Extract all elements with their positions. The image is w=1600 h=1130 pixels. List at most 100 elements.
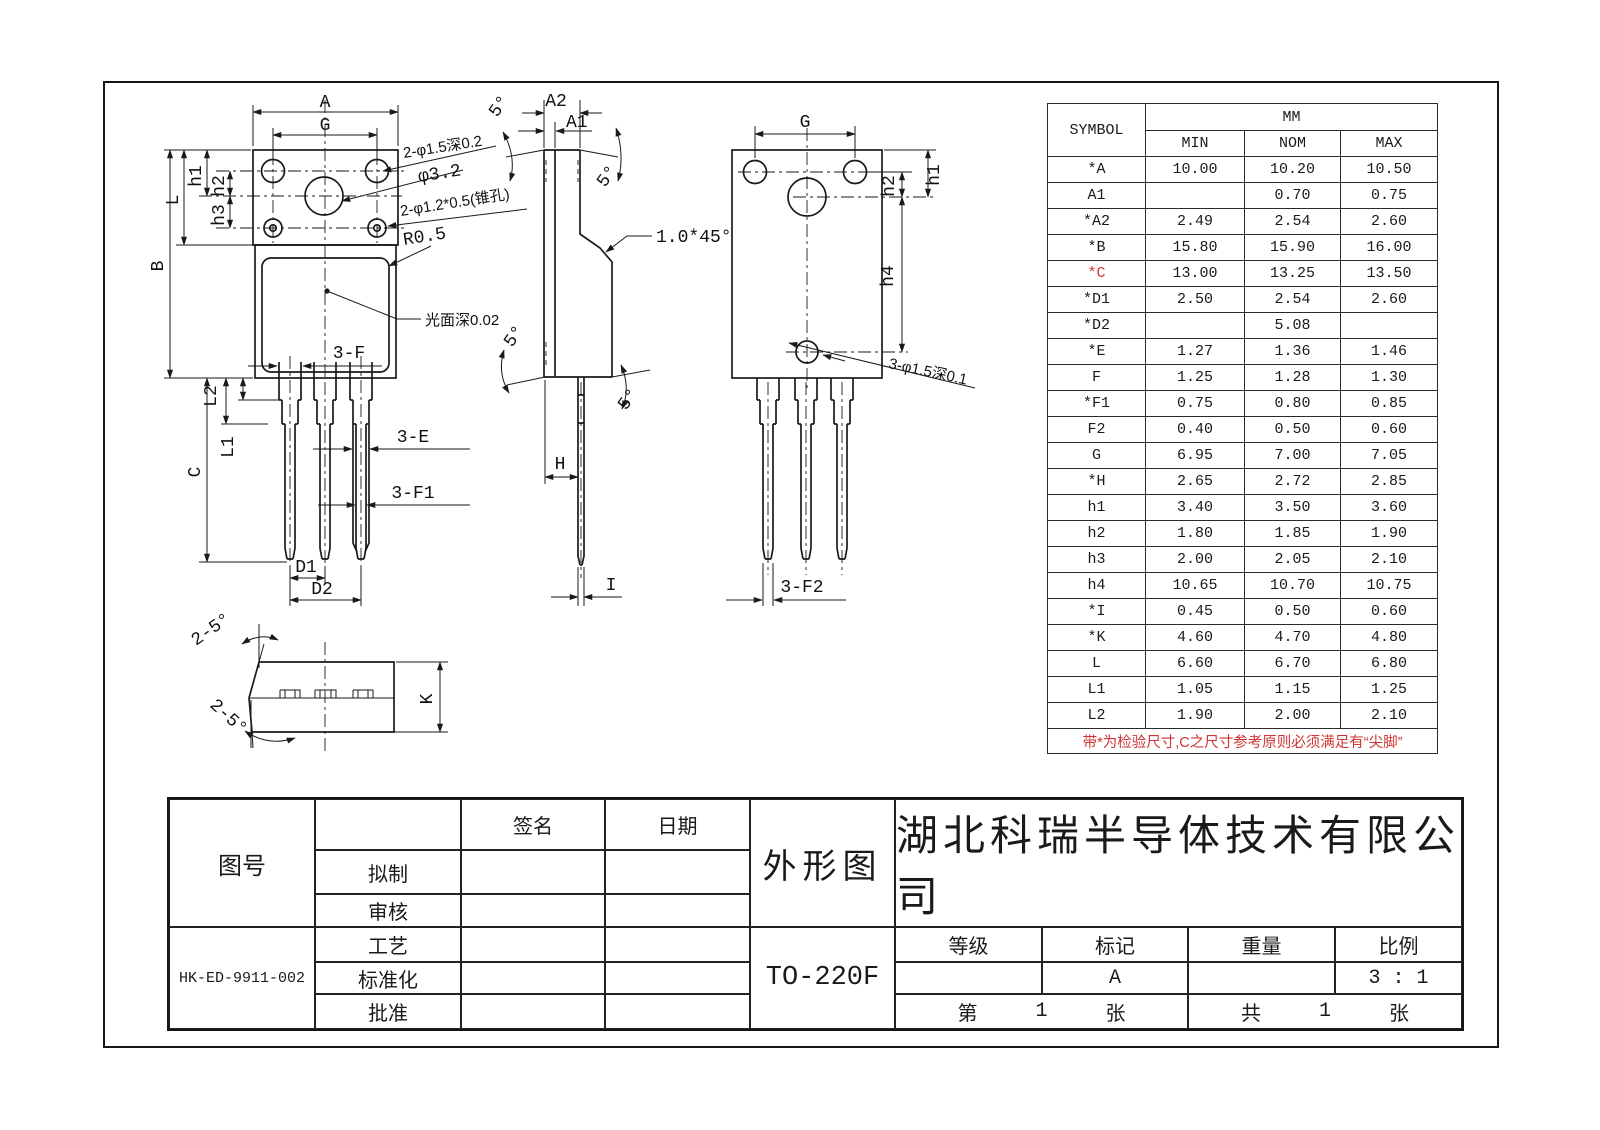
mark-value: A bbox=[1042, 962, 1188, 994]
bottom-outline bbox=[248, 661, 395, 733]
dim-symbol-cell: *D1 bbox=[1047, 286, 1146, 313]
front-hole-bottom-right-inner bbox=[372, 223, 382, 233]
scale-value: 3 : 1 bbox=[1335, 962, 1462, 994]
dim-min-cell: 0.40 bbox=[1145, 416, 1245, 443]
dim-nom-cell: 2.00 bbox=[1244, 702, 1341, 729]
dim-min-cell: 4.60 bbox=[1145, 624, 1245, 651]
dim-max-cell: 0.60 bbox=[1339, 598, 1439, 625]
front-body-outline bbox=[254, 244, 397, 379]
scale-label: 比例 bbox=[1335, 927, 1462, 962]
empty-cell bbox=[461, 850, 605, 894]
grade-label: 等级 bbox=[895, 927, 1042, 962]
side-outline bbox=[543, 149, 613, 378]
front-dim-C: C bbox=[186, 466, 206, 477]
dim-max-cell: 1.90 bbox=[1339, 520, 1439, 547]
dim-min-cell: 6.95 bbox=[1145, 442, 1245, 469]
dim-symbol-cell: *B bbox=[1047, 234, 1146, 261]
dim-table-row: *B 15.80 15.90 16.00 bbox=[1047, 234, 1439, 261]
bottom-dimensions bbox=[241, 624, 448, 749]
dim-nom-cell: 4.70 bbox=[1244, 624, 1341, 651]
dim-table-row: L1 1.05 1.15 1.25 bbox=[1047, 676, 1439, 703]
dim-table-symbol-header: SYMBOL bbox=[1047, 103, 1146, 157]
front-hole-top-left bbox=[260, 158, 286, 184]
empty-cell bbox=[461, 894, 605, 927]
dim-nom-cell: 0.70 bbox=[1244, 182, 1341, 209]
front-dim-L1: L1 bbox=[219, 436, 239, 458]
dim-max-cell: 2.10 bbox=[1339, 702, 1439, 729]
back-leads bbox=[756, 378, 854, 560]
dim-min-cell: 2.65 bbox=[1145, 468, 1245, 495]
side-dim-A2: A2 bbox=[545, 92, 567, 112]
dim-nom-cell: 13.25 bbox=[1244, 260, 1341, 287]
dim-table-row: *E 1.27 1.36 1.46 bbox=[1047, 338, 1439, 365]
dim-min-cell: 0.45 bbox=[1145, 598, 1245, 625]
dim-max-cell: 2.60 bbox=[1339, 208, 1439, 235]
dim-table-row: L2 1.90 2.00 2.10 bbox=[1047, 702, 1439, 729]
dim-nom-cell: 15.90 bbox=[1244, 234, 1341, 261]
dim-symbol-cell: F2 bbox=[1047, 416, 1146, 443]
dim-max-cell: 2.85 bbox=[1339, 468, 1439, 495]
back-dim-h2: h2 bbox=[880, 175, 900, 197]
empty-cell bbox=[605, 962, 750, 994]
row-approve-label: 批准 bbox=[315, 994, 461, 1029]
dim-table-row: L 6.60 6.70 6.80 bbox=[1047, 650, 1439, 677]
bottom-view: K 2-5° 2-5° bbox=[188, 610, 448, 752]
row-draft-label: 拟制 bbox=[315, 850, 461, 894]
side-lead bbox=[577, 377, 585, 566]
dim-symbol-cell: *I bbox=[1047, 598, 1146, 625]
dim-symbol-cell: h1 bbox=[1047, 494, 1146, 521]
total-number: 1 bbox=[1318, 1000, 1331, 1023]
dim-symbol-cell: *H bbox=[1047, 468, 1146, 495]
dim-min-cell: 10.00 bbox=[1145, 156, 1245, 183]
dimension-table: SYMBOL MM MIN NOM MAX *A 10.00 10.20 10.… bbox=[1046, 103, 1439, 754]
total-prefix: 共 bbox=[1240, 1003, 1261, 1025]
bottom-angle-bottom: 2-5° bbox=[205, 696, 251, 740]
company-name: 湖北科瑞半导体技术有限公司 bbox=[895, 799, 1462, 927]
dim-symbol-cell: *E bbox=[1047, 338, 1146, 365]
row-process-label: 工艺 bbox=[315, 927, 461, 962]
dim-symbol-cell: *F1 bbox=[1047, 390, 1146, 417]
empty-cell bbox=[605, 850, 750, 894]
dim-nom-cell: 5.08 bbox=[1244, 312, 1341, 339]
front-dim-D2: D2 bbox=[311, 580, 333, 600]
front-note-taper-holes: 2-φ1.2*0.5(锥孔) bbox=[399, 186, 511, 220]
empty-cell bbox=[461, 927, 605, 962]
dim-symbol-cell: L2 bbox=[1047, 702, 1146, 729]
weight-value bbox=[1188, 962, 1335, 994]
dim-nom-cell: 0.50 bbox=[1244, 416, 1341, 443]
dim-table-note-row: 带*为检验尺寸,C之尺寸参考原则必须满足有“尖脚” bbox=[1046, 728, 1439, 754]
front-leads bbox=[278, 362, 373, 560]
dim-max-cell: 1.46 bbox=[1339, 338, 1439, 365]
drawing-no-label: 图号 bbox=[169, 799, 315, 927]
dim-table-row: *A 10.00 10.20 10.50 bbox=[1047, 156, 1439, 183]
dim-symbol-cell: *D2 bbox=[1047, 312, 1146, 339]
dim-table-row: h3 2.00 2.05 2.10 bbox=[1047, 546, 1439, 573]
side-hidden-lines bbox=[545, 160, 579, 366]
dim-table-header-unit: SYMBOL MM bbox=[1047, 103, 1439, 157]
dim-max-cell: 16.00 bbox=[1339, 234, 1439, 261]
package-name: TO-220F bbox=[750, 927, 895, 1029]
dim-max-cell: 0.85 bbox=[1339, 390, 1439, 417]
front-dim-B: B bbox=[149, 260, 169, 271]
dim-table-row: F2 0.40 0.50 0.60 bbox=[1047, 416, 1439, 443]
date-column-header: 日期 bbox=[605, 799, 750, 850]
dim-symbol-cell: *K bbox=[1047, 624, 1146, 651]
empty-cell bbox=[605, 994, 750, 1029]
side-dimensions bbox=[498, 100, 652, 606]
side-dim-I: I bbox=[606, 576, 617, 596]
dim-symbol-cell: F bbox=[1047, 364, 1146, 391]
dim-min-cell: 13.00 bbox=[1145, 260, 1245, 287]
dim-min-cell: 15.80 bbox=[1145, 234, 1245, 261]
back-body-outline bbox=[731, 149, 883, 379]
front-molded-face bbox=[261, 257, 390, 373]
back-dim-G: G bbox=[800, 113, 811, 133]
sheet-number-cell: 第 1 张 bbox=[895, 994, 1188, 1029]
dim-min-cell: 1.25 bbox=[1145, 364, 1245, 391]
dim-symbol-cell: h2 bbox=[1047, 520, 1146, 547]
row-check-label: 审核 bbox=[315, 894, 461, 927]
dim-symbol-cell: A1 bbox=[1047, 182, 1146, 209]
back-hole-bottom bbox=[795, 340, 819, 364]
dim-max-cell: 1.30 bbox=[1339, 364, 1439, 391]
dim-nom-cell: 1.28 bbox=[1244, 364, 1341, 391]
